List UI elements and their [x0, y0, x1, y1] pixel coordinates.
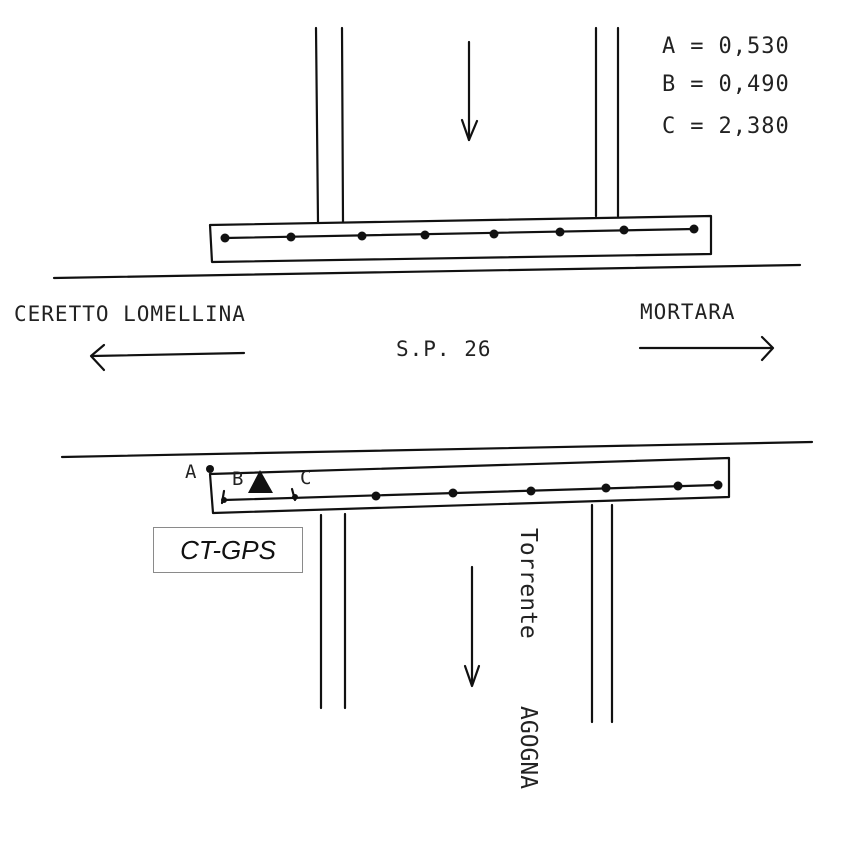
- measure-points: A B C: [185, 461, 311, 493]
- legend-b: B=0,490: [662, 72, 790, 97]
- point-b-label: B: [232, 468, 243, 490]
- gps-station-label-box: CT-GPS: [153, 527, 303, 573]
- legend-c: C=2,380: [662, 114, 790, 139]
- east-destination-label: MORTARA: [640, 300, 736, 324]
- river-name-line1: Torrente: [515, 528, 541, 639]
- road-north-edge: [52, 263, 802, 280]
- upstream-riverbanks: [314, 26, 620, 224]
- lower-bridge-deck: [208, 456, 731, 515]
- downstream-riverbanks: [319, 503, 614, 724]
- legend: A=0,530 B=0,490 C=2,380: [662, 34, 790, 139]
- flow-arrow-downstream: [463, 565, 481, 688]
- east-arrow: [638, 335, 775, 362]
- gps-triangle-icon: [248, 470, 273, 493]
- west-arrow: [89, 343, 246, 372]
- west-destination-label: CERETTO LOMELLINA: [14, 302, 246, 326]
- point-c-label: C: [300, 467, 311, 489]
- point-a-label: A: [185, 461, 197, 483]
- upper-deck-bolts: [220, 224, 699, 243]
- flow-arrow-upstream: [460, 40, 479, 142]
- lower-deck-bolts: [221, 480, 723, 503]
- upper-bridge-deck: [208, 214, 713, 264]
- gps-station-label: CT-GPS: [180, 534, 276, 565]
- river-name-line2: AGOGNA: [515, 706, 541, 789]
- road-south-edge: [60, 440, 814, 459]
- legend-a: A=0,530: [662, 34, 790, 59]
- point-a-marker: [206, 465, 214, 473]
- road-name-label: S.P. 26: [396, 337, 492, 361]
